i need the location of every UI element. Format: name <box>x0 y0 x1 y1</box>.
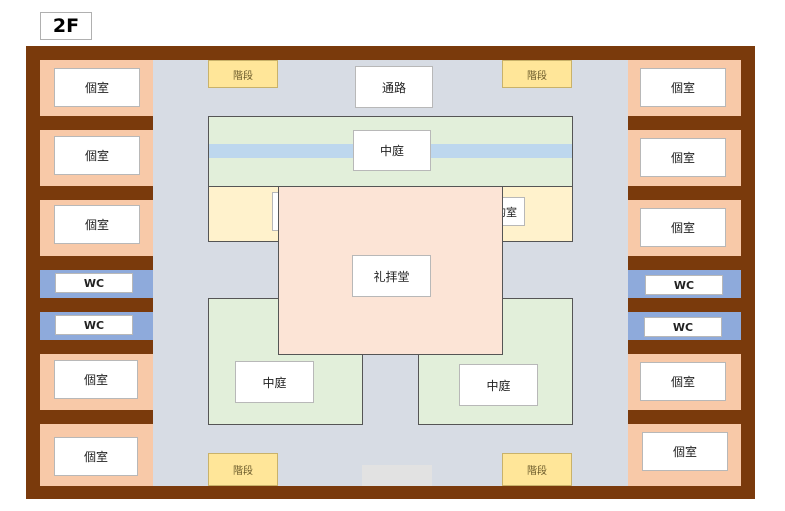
right-private-label-4: 個室 <box>640 362 726 401</box>
right-wc-label-2: WC <box>644 317 722 337</box>
corridor-label: 通路 <box>355 66 433 108</box>
floor-label: 2F <box>40 12 92 40</box>
entrance <box>362 465 432 486</box>
left-wc-label-2: WC <box>55 315 133 335</box>
courtyard-top-label: 中庭 <box>353 130 431 171</box>
right-wc-label-1: WC <box>645 275 723 295</box>
stairs-top-right: 階段 <box>502 60 572 88</box>
left-private-label-1: 個室 <box>54 68 140 107</box>
chapel-label: 礼拝堂 <box>352 255 431 297</box>
left-private-label-4: 個室 <box>54 360 138 399</box>
right-private-label-2: 個室 <box>640 138 726 177</box>
left-private-label-3: 個室 <box>54 205 140 244</box>
stairs-bottom-left: 階段 <box>208 453 278 486</box>
courtyard-bottom-right-label: 中庭 <box>459 364 538 406</box>
right-private-label-1: 個室 <box>640 68 726 107</box>
right-private-label-3: 個室 <box>640 208 726 247</box>
stairs-top-left: 階段 <box>208 60 278 88</box>
left-private-label-2: 個室 <box>54 136 140 175</box>
left-private-label-5: 個室 <box>54 437 138 476</box>
right-private-label-5: 個室 <box>642 432 728 471</box>
left-wc-label-1: WC <box>55 273 133 293</box>
stairs-bottom-right: 階段 <box>502 453 572 486</box>
courtyard-bottom-left-label: 中庭 <box>235 361 314 403</box>
